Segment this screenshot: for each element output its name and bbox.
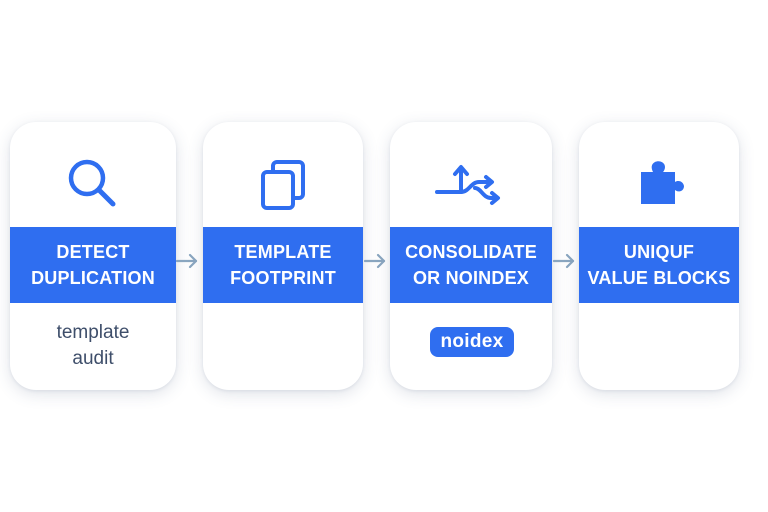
magnifier-icon bbox=[10, 152, 176, 216]
step-title-line: FOOTPRINT bbox=[230, 268, 336, 288]
step-note-line: audit bbox=[72, 348, 114, 369]
step-card-consolidate-or-noindex: CONSOLIDATE OR NOINDEX noidex bbox=[390, 122, 552, 390]
step-title: UNIQUF VALUE BLOCKS bbox=[579, 227, 739, 303]
step-card-detect-duplication: DETECT DUPLICATION template audit bbox=[10, 122, 176, 390]
step-title-line: OR NOINDEX bbox=[412, 268, 529, 288]
step-title-line: UNIQUF bbox=[623, 242, 695, 262]
step-title: DETECT DUPLICATION bbox=[10, 227, 176, 303]
step-title-line: CONSOLIDATE bbox=[405, 242, 537, 262]
stacked-pages-icon bbox=[203, 152, 363, 216]
step-title-line: TEMPLATE bbox=[234, 242, 332, 262]
step-title-line: DUPLICATION bbox=[31, 268, 155, 288]
step-title-line: DETECT bbox=[56, 242, 130, 262]
step-card-unique-value-blocks: UNIQUF VALUE BLOCKS bbox=[579, 122, 739, 390]
arrow-right-icon bbox=[364, 253, 386, 269]
arrow-right-icon bbox=[176, 253, 198, 269]
step-title: TEMPLATE FOOTPRINT bbox=[203, 227, 363, 303]
branching-arrows-icon bbox=[390, 152, 552, 216]
puzzle-piece-icon bbox=[579, 152, 739, 216]
noindex-tag: noidex bbox=[430, 327, 514, 357]
step-title-line: VALUE BLOCKS bbox=[587, 268, 731, 288]
step-title: CONSOLIDATE OR NOINDEX bbox=[390, 227, 552, 303]
step-note: template audit bbox=[10, 320, 176, 372]
step-note-line: template bbox=[56, 322, 130, 343]
arrow-right-icon bbox=[553, 253, 575, 269]
step-card-template-footprint: TEMPLATE FOOTPRINT bbox=[203, 122, 363, 390]
